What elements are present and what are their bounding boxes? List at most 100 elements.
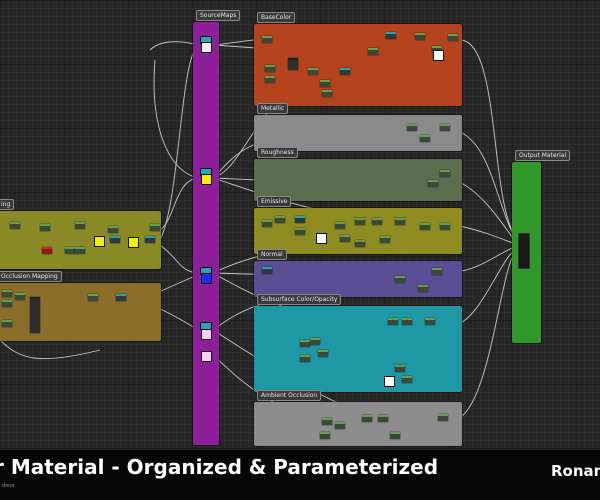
expression-node[interactable]: [432, 46, 442, 53]
expression-node[interactable]: [145, 236, 155, 243]
expression-node[interactable]: [340, 68, 350, 75]
expression-node[interactable]: [335, 222, 345, 229]
comment-base-color[interactable]: BaseColor: [254, 12, 462, 106]
expression-node[interactable]: [2, 290, 12, 297]
constant-preview: [316, 233, 327, 244]
expression-node[interactable]: [262, 220, 272, 227]
expression-node[interactable]: [420, 135, 430, 142]
constant-preview: [128, 237, 139, 248]
expression-node[interactable]: [108, 226, 118, 233]
comment-title: Normal: [257, 249, 287, 260]
expression-node[interactable]: [288, 58, 298, 70]
expression-node[interactable]: [395, 276, 405, 283]
expression-node[interactable]: [275, 216, 285, 223]
expression-node[interactable]: [2, 320, 12, 327]
expression-node[interactable]: [318, 350, 328, 357]
expression-node[interactable]: [262, 36, 272, 43]
expression-node[interactable]: [75, 247, 85, 254]
expression-node[interactable]: [262, 267, 272, 274]
expression-node[interactable]: [265, 65, 275, 72]
comment-roughness[interactable]: Roughness: [254, 147, 462, 201]
expression-node[interactable]: [322, 90, 332, 97]
expression-node[interactable]: [362, 415, 372, 422]
constant-preview: [94, 236, 105, 247]
expression-node[interactable]: [428, 180, 438, 187]
expression-node[interactable]: [88, 294, 98, 301]
expression-node[interactable]: [300, 340, 310, 347]
expression-node[interactable]: [310, 338, 320, 345]
material-output-node[interactable]: [518, 233, 530, 269]
expression-node[interactable]: [340, 235, 350, 242]
texture-preview: [201, 273, 212, 284]
expression-node[interactable]: [150, 224, 160, 231]
expression-node[interactable]: [380, 236, 390, 243]
expression-node[interactable]: [395, 218, 405, 225]
texture-preview: [201, 42, 212, 53]
expression-node[interactable]: [386, 32, 396, 39]
comment-title: Subsurface Color/Opacity: [257, 294, 342, 305]
expression-node[interactable]: [390, 432, 400, 439]
comment-title: Roughness: [257, 147, 298, 158]
expression-node[interactable]: [30, 297, 40, 333]
expression-node[interactable]: [395, 365, 405, 372]
expression-node[interactable]: [320, 432, 330, 439]
comment-emissive[interactable]: Emissive: [254, 196, 462, 254]
expression-node[interactable]: [2, 300, 12, 307]
expression-node[interactable]: [415, 33, 425, 40]
comment-output-material[interactable]: Output Material: [512, 150, 571, 343]
expression-node[interactable]: [407, 124, 417, 131]
expression-node[interactable]: [295, 228, 305, 235]
expression-node[interactable]: [378, 415, 388, 422]
expression-node[interactable]: [75, 222, 85, 229]
expression-node[interactable]: [10, 222, 20, 229]
comment-title: Occlusion Mapping: [0, 271, 62, 282]
expression-node[interactable]: [432, 268, 442, 275]
expression-node[interactable]: [420, 223, 430, 230]
comment-title: Output Material: [515, 150, 571, 161]
expression-node[interactable]: [402, 376, 412, 383]
expression-node[interactable]: [440, 170, 450, 177]
comment-left-occlusion-mapping[interactable]: Occlusion Mapping: [0, 271, 161, 341]
footer-small-text: done: [2, 483, 15, 489]
comment-ambient-occlusion[interactable]: Ambient Occlusion: [254, 390, 462, 446]
expression-node[interactable]: [116, 294, 126, 301]
constant-preview: [384, 376, 395, 387]
texture-preview: [201, 329, 212, 340]
expression-node[interactable]: [402, 318, 412, 325]
expression-node[interactable]: [368, 48, 378, 55]
texture-preview: [201, 174, 212, 185]
expression-node[interactable]: [425, 318, 435, 325]
expression-node[interactable]: [438, 414, 448, 421]
expression-node[interactable]: [65, 247, 75, 254]
expression-node[interactable]: [308, 68, 318, 75]
expression-node[interactable]: [355, 240, 365, 247]
texture-preview: [201, 351, 212, 362]
expression-node[interactable]: [295, 216, 305, 223]
expression-node[interactable]: [335, 422, 345, 429]
expression-node[interactable]: [355, 218, 365, 225]
expression-node[interactable]: [320, 80, 330, 87]
comment-title: ing: [0, 199, 15, 210]
comment-title: Emissive: [257, 196, 292, 207]
expression-node[interactable]: [40, 224, 50, 231]
expression-node[interactable]: [372, 218, 382, 225]
expression-node[interactable]: [265, 76, 275, 83]
comment-title: BaseColor: [257, 12, 296, 23]
expression-node[interactable]: [448, 34, 458, 41]
expression-node[interactable]: [440, 223, 450, 230]
expression-node[interactable]: [300, 355, 310, 362]
expression-node[interactable]: [42, 247, 52, 254]
comment-title: Metallic: [257, 103, 289, 114]
comment-normal[interactable]: Normal: [254, 249, 462, 297]
comment-title: SourceMaps: [196, 10, 241, 21]
comment-title: Ambient Occlusion: [257, 390, 322, 401]
expression-node[interactable]: [388, 318, 398, 325]
expression-node[interactable]: [418, 285, 428, 292]
expression-node[interactable]: [110, 236, 120, 243]
expression-node[interactable]: [440, 124, 450, 131]
expression-node[interactable]: [15, 293, 25, 300]
expression-node[interactable]: [322, 418, 332, 425]
comment-source-maps[interactable]: SourceMaps: [193, 10, 241, 445]
comment-metallic[interactable]: Metallic: [254, 103, 462, 151]
